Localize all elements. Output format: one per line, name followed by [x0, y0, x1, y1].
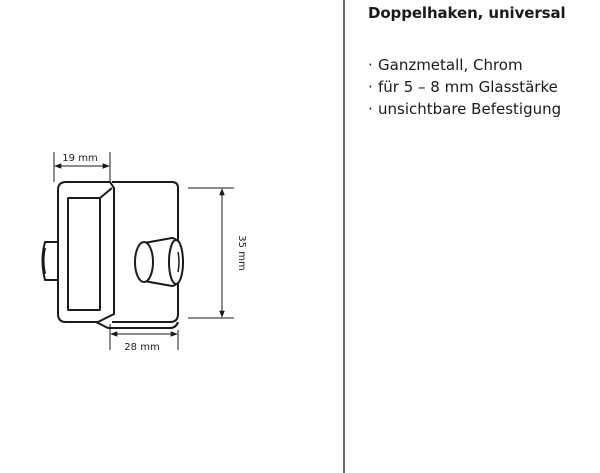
bullet-icon: ·	[368, 56, 373, 74]
feature-item: · Ganzmetall, Chrom	[368, 54, 561, 76]
dimension-bottom	[109, 324, 179, 350]
feature-text: unsichtbare Befestigung	[378, 100, 562, 118]
column-divider	[343, 0, 345, 473]
dimension-label-right: 35 mm	[236, 235, 247, 270]
feature-list: · Ganzmetall, Chrom · für 5 – 8 mm Glasstä…	[368, 54, 561, 120]
feature-item: · für 5 – 8 mm Glasstärke	[368, 76, 561, 98]
bullet-icon: ·	[368, 78, 373, 96]
hook-body	[41, 181, 179, 329]
feature-text: für 5 – 8 mm Glasstärke	[378, 78, 558, 96]
dimension-label-bottom: 28 mm	[124, 342, 159, 353]
bullet-icon: ·	[368, 100, 373, 118]
knob	[134, 236, 185, 288]
product-title: Doppelhaken, universal	[368, 4, 566, 22]
feature-item: · unsichtbare Befestigung	[368, 98, 561, 120]
feature-text: Ganzmetall, Chrom	[378, 56, 523, 74]
dimension-top	[53, 152, 111, 182]
technical-drawing: 19 mm 28 mm 35 mm	[41, 152, 247, 353]
dimension-label-top: 19 mm	[62, 153, 97, 164]
dimension-right	[188, 187, 234, 319]
